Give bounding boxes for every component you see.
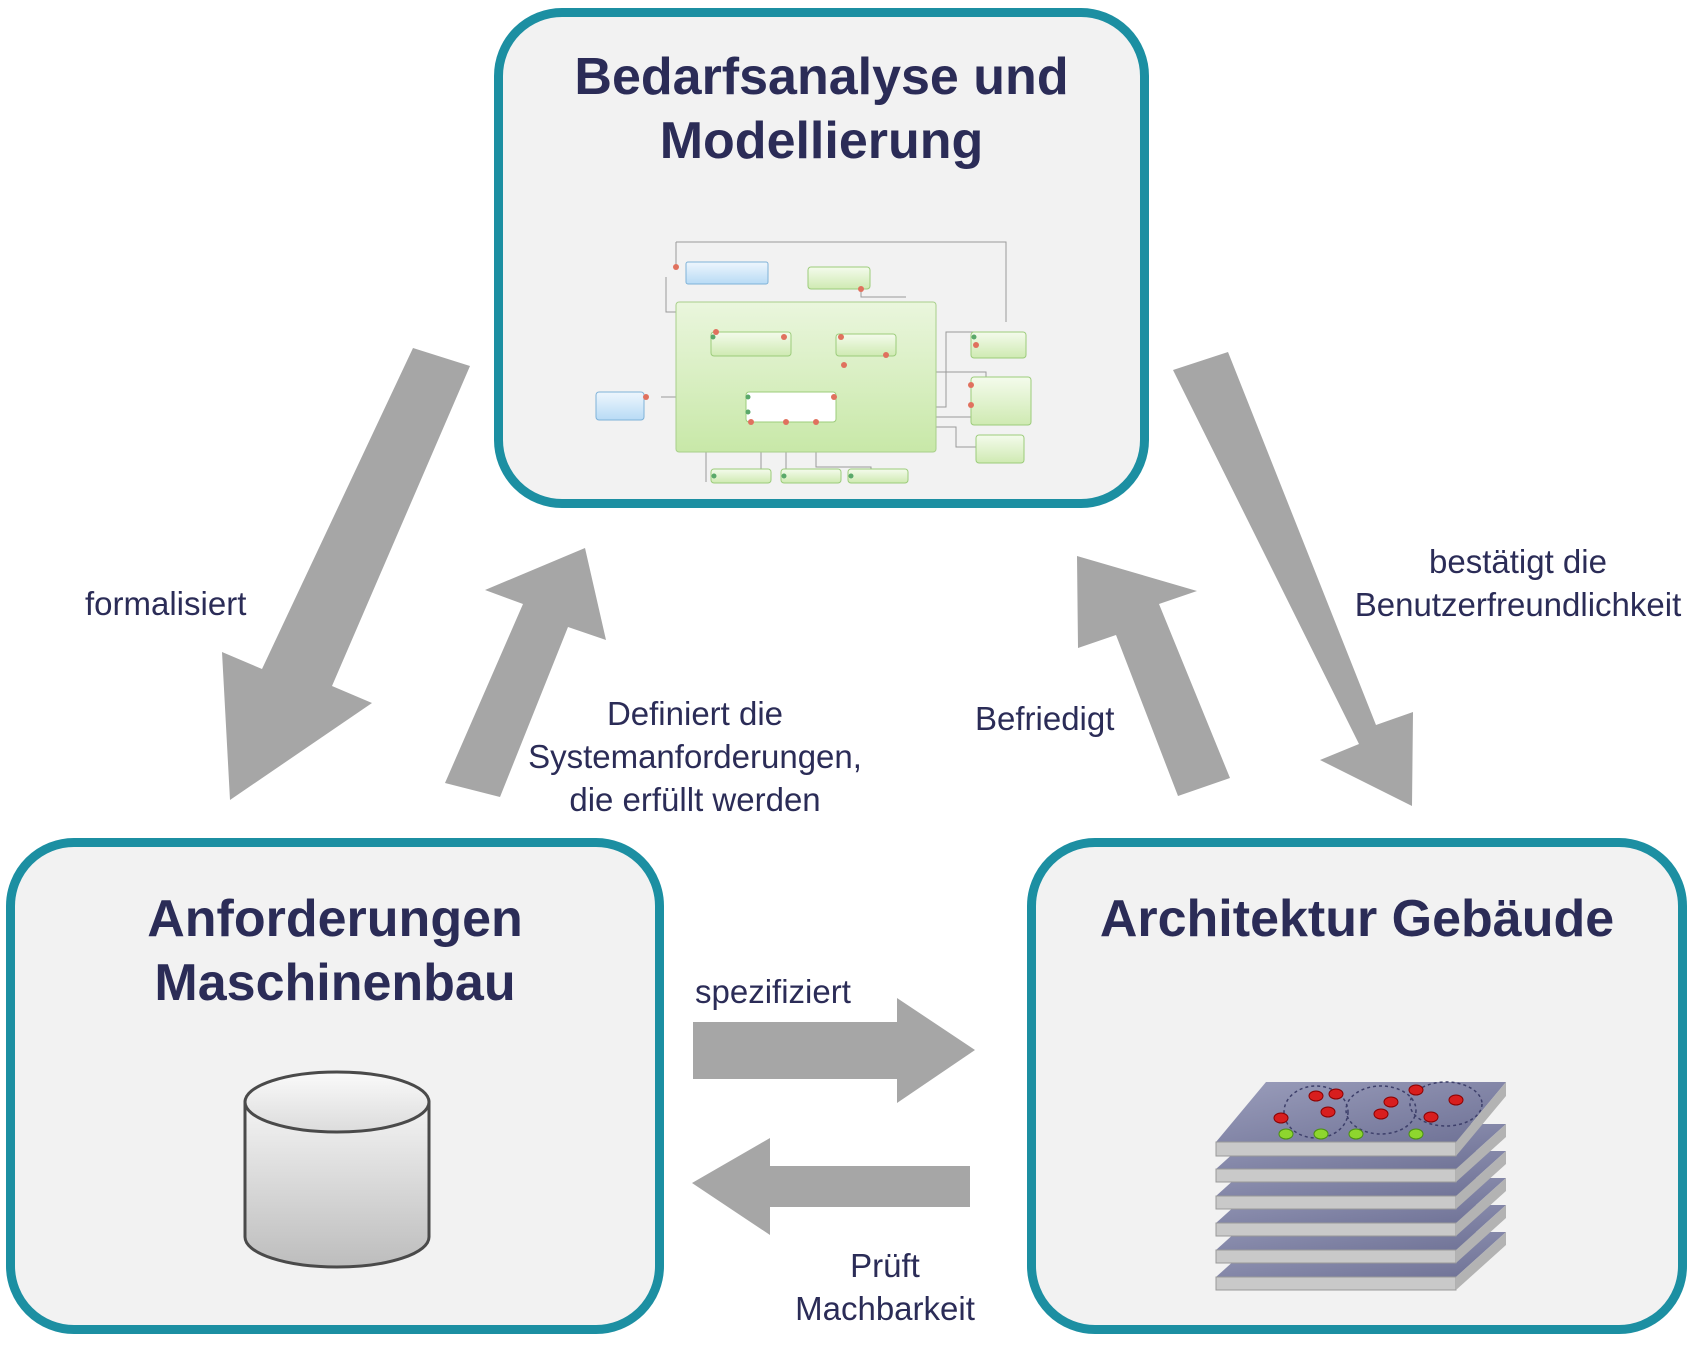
model-node (710, 331, 792, 357)
box-bedarfsanalyse-title: Bedarfsanalyse und Modellierung (503, 45, 1140, 173)
box-anforderungen: Anforderungen Maschinenbau (6, 838, 664, 1334)
model-node (975, 434, 1025, 464)
model-main-container (675, 301, 937, 453)
model-node (847, 468, 909, 484)
model-node (780, 468, 842, 484)
model-node (835, 333, 897, 357)
title-line: Anforderungen (147, 890, 523, 948)
label-line: Benutzerfreundlichkeit (1354, 586, 1682, 623)
box-architektur-title: Architektur Gebäude (1036, 887, 1678, 951)
database-icon (243, 1070, 431, 1269)
model-node (970, 376, 1032, 426)
label-befriedigt: Befriedigt (975, 700, 1115, 737)
arrow-spezifiziert (693, 998, 975, 1103)
label-line: Prüft (850, 1247, 920, 1284)
label-line: die erfüllt werden (569, 781, 821, 818)
title-line: Bedarfsanalyse und (574, 48, 1069, 106)
model-node (710, 468, 772, 484)
model-diagram-icon (595, 241, 1032, 484)
model-node (745, 391, 837, 423)
title-line: Modellierung (659, 112, 984, 170)
layer-slab-top (1215, 1081, 1506, 1157)
title-line: Maschinenbau (154, 954, 516, 1012)
box-bedarfsanalyse: Bedarfsanalyse und Modellierung (494, 8, 1149, 508)
label-line: bestätigt die (1429, 543, 1607, 580)
layered-architecture-icon (1215, 1081, 1506, 1291)
title-line: Architektur Gebäude (1099, 890, 1615, 948)
model-node (807, 266, 871, 290)
arrow-prueft (692, 1138, 970, 1235)
arrow-formalisiert (222, 348, 470, 800)
model-node (685, 261, 769, 285)
label-formalisiert: formalisiert (85, 585, 247, 622)
arrow-befriedigt (1077, 556, 1230, 796)
arrow-bestaetigt (1173, 352, 1413, 806)
label-line: Systemanforderungen, (528, 738, 862, 775)
arrow-definiert (445, 548, 606, 797)
label-line: Machbarkeit (795, 1290, 975, 1327)
label-bestaetigt: bestätigt die Benutzerfreundlichkeit (1338, 540, 1698, 626)
model-node (970, 331, 1027, 359)
label-spezifiziert: spezifiziert (695, 973, 851, 1010)
label-line: Definiert die (606, 695, 784, 732)
label-definiert: Definiert die Systemanforderungen, die e… (515, 692, 875, 821)
box-anforderungen-title: Anforderungen Maschinenbau (15, 887, 655, 1015)
label-prueft: Prüft Machbarkeit (765, 1244, 1005, 1330)
box-architektur: Architektur Gebäude (1027, 838, 1687, 1334)
model-node (595, 391, 645, 421)
